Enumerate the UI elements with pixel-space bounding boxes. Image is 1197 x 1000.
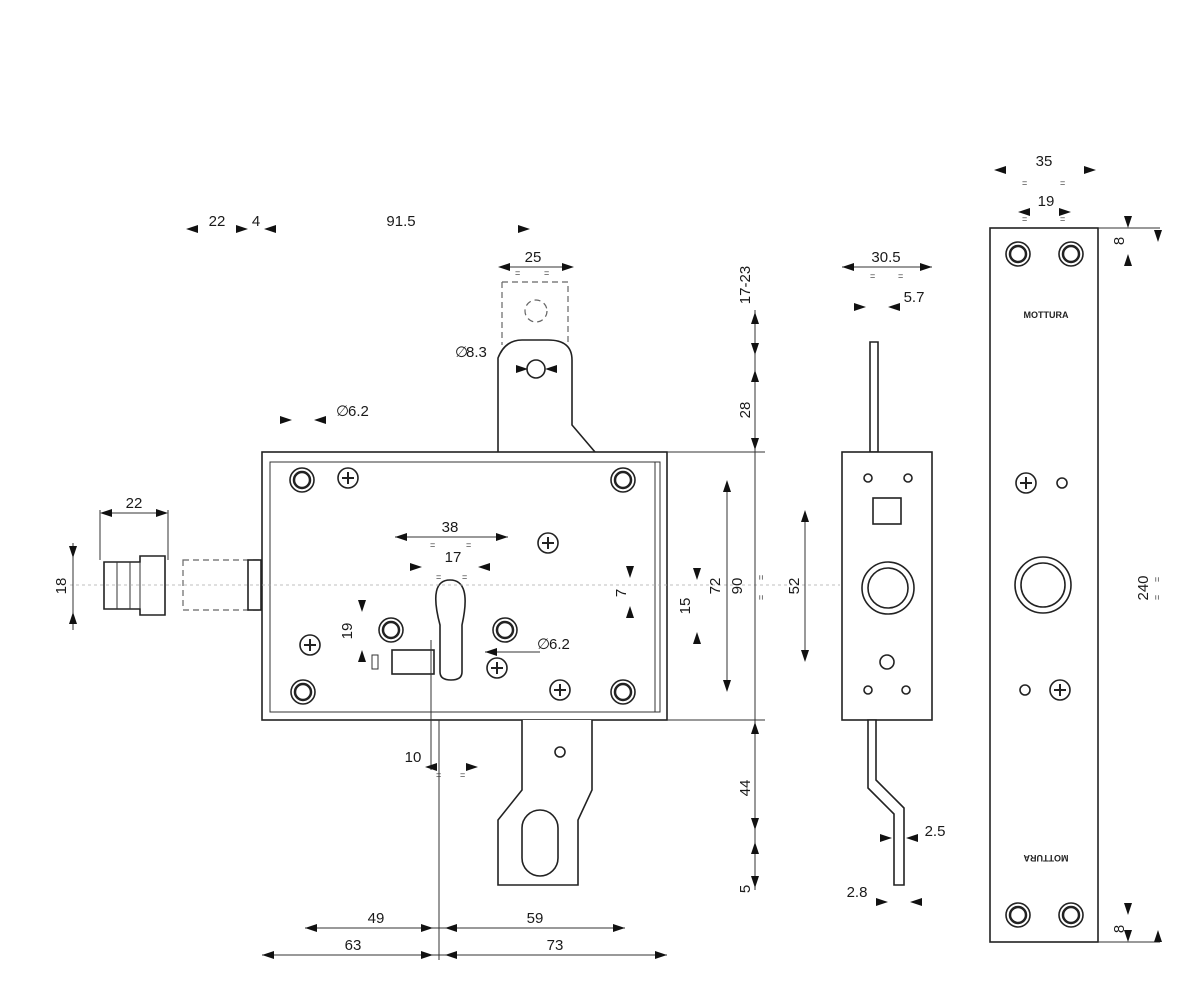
dim-19-body: 19 xyxy=(339,623,356,640)
dim-44: 44 xyxy=(737,780,754,797)
eq-17-l: = xyxy=(436,572,441,582)
dim-4: 4 xyxy=(252,213,260,230)
dim-8-top: 8 xyxy=(1111,237,1128,245)
dim-22-top: 22 xyxy=(209,213,226,230)
eq-240-r: = xyxy=(1152,595,1162,600)
lock-side-view xyxy=(841,341,933,886)
equal-marks: = = = = = = = = = = = = = = = = = = xyxy=(430,178,1162,780)
dim-15: 15 xyxy=(677,598,694,615)
dim-240: 240 xyxy=(1135,575,1152,600)
eq-90-r: = xyxy=(756,595,766,600)
eq-25-l: = xyxy=(515,268,520,278)
dim-90: 90 xyxy=(729,578,746,595)
dim-17: 17 xyxy=(445,549,462,566)
eq-30-l: = xyxy=(870,271,875,281)
dim-5-7: 5.7 xyxy=(904,289,925,306)
dim-dia-6-2-right-symbol: ∅ xyxy=(537,636,550,653)
dim-dia-18: 18 xyxy=(53,578,70,595)
dim-dia-8-3: 8.3 xyxy=(466,344,487,361)
dim-dia-8-3-symbol: ∅ xyxy=(455,344,468,361)
eq-35-l: = xyxy=(1022,178,1027,188)
dim-dia-6-2-top: 6.2 xyxy=(348,403,369,420)
lock-body-front-view xyxy=(70,281,840,886)
eq-25-r: = xyxy=(544,268,549,278)
dim-dia-6-2-top-symbol: ∅ xyxy=(336,403,349,420)
dim-22-latch: 22 xyxy=(126,495,143,512)
dim-19-plate: 19 xyxy=(1038,193,1055,210)
dim-59: 59 xyxy=(527,910,544,927)
dim-8-bottom: 8 xyxy=(1111,925,1128,933)
dim-10: 10 xyxy=(405,749,422,766)
dim-52: 52 xyxy=(786,578,803,595)
dimension-lines xyxy=(69,166,1162,960)
dim-49: 49 xyxy=(368,910,385,927)
dim-28: 28 xyxy=(737,402,754,419)
dimension-labels: 22 4 91.5 25 ∅ 8.3 ∅ 6.2 22 18 38 17 19 … xyxy=(53,153,1152,954)
dim-30-5: 30.5 xyxy=(871,249,900,266)
eq-240-l: = xyxy=(1152,577,1162,582)
eq-10-r: = xyxy=(460,770,465,780)
eq-10-l: = xyxy=(436,770,441,780)
dim-25: 25 xyxy=(525,249,542,266)
dim-dia-6-2-right: 6.2 xyxy=(549,636,570,653)
dim-35: 35 xyxy=(1036,153,1053,170)
dim-2-8: 2.8 xyxy=(847,884,868,901)
dim-5: 5 xyxy=(737,885,754,893)
eq-17-r: = xyxy=(462,572,467,582)
eq-30-r: = xyxy=(898,271,903,281)
dim-73: 73 xyxy=(547,937,564,954)
dim-63: 63 xyxy=(345,937,362,954)
dim-17-23: 17-23 xyxy=(737,266,754,304)
dim-91-5: 91.5 xyxy=(386,213,415,230)
dim-7: 7 xyxy=(613,589,630,597)
brand-label-top: MOTTURA xyxy=(1024,310,1069,320)
eq-38-r: = xyxy=(466,540,471,550)
eq-90-l: = xyxy=(756,575,766,580)
dim-38: 38 xyxy=(442,519,459,536)
dim-72: 72 xyxy=(707,578,724,595)
eq-19-r: = xyxy=(1060,214,1065,224)
eq-38-l: = xyxy=(430,540,435,550)
eq-35-r: = xyxy=(1060,178,1065,188)
brand-label-bottom: MOTTURA xyxy=(1023,853,1068,863)
eq-19-l: = xyxy=(1022,214,1027,224)
face-plate-view: MOTTURA MOTTURA xyxy=(989,227,1099,943)
dim-2-5: 2.5 xyxy=(925,823,946,840)
